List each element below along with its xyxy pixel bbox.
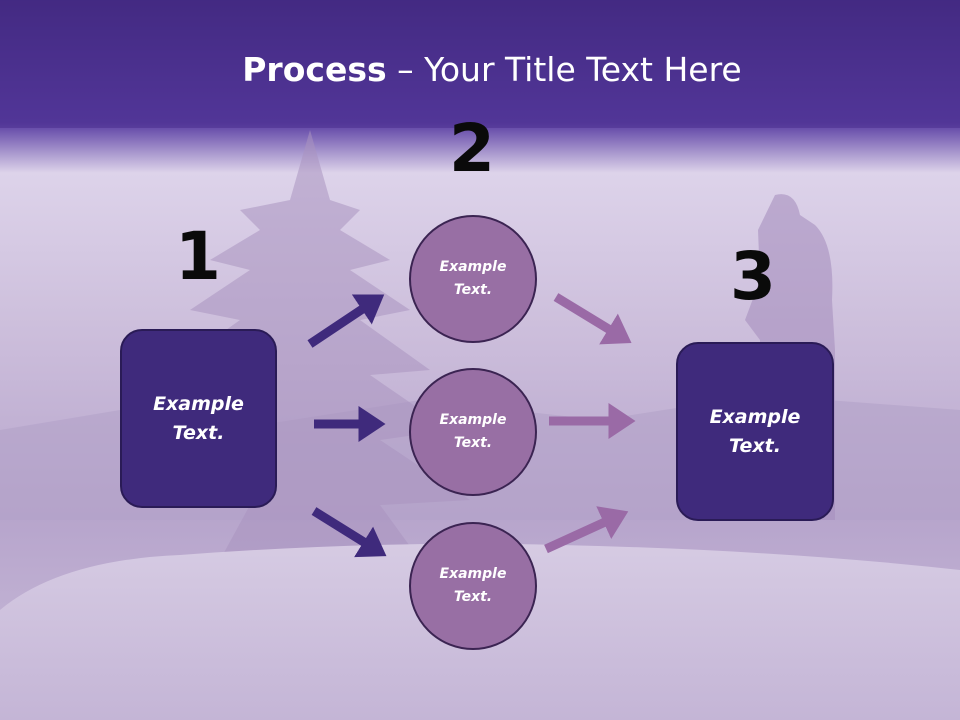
box-right-line2: Text.	[729, 434, 781, 457]
box-right-line1: Example	[709, 405, 801, 428]
step-number-3: 3	[730, 238, 776, 315]
circle-middle-line2: Text.	[453, 435, 493, 451]
arrow-left-to-bottom	[311, 507, 387, 558]
circle-top-line1: Example	[439, 259, 507, 275]
box-left-line2: Text.	[172, 421, 225, 444]
circle-middle-line1: Example	[439, 412, 507, 428]
circle-bottom-line2: Text.	[453, 589, 493, 605]
step-box-left: Example Text.	[120, 329, 277, 508]
process-circle-top: Example Text.	[409, 215, 537, 343]
step-number-2: 2	[449, 110, 495, 187]
arrow-bottom-to-right	[544, 506, 629, 554]
process-circle-bottom: Example Text.	[409, 522, 537, 650]
box-left-line1: Example	[153, 392, 244, 415]
title-bold: Process	[242, 50, 387, 89]
title-rest: – Your Title Text Here	[386, 50, 742, 89]
slide-title: Process – Your Title Text Here	[0, 50, 960, 89]
circle-top-line2: Text.	[453, 282, 493, 298]
circle-bottom-line1: Example	[439, 566, 507, 582]
step-number-1: 1	[175, 218, 221, 295]
arrow-left-to-top	[307, 294, 385, 348]
arrow-top-to-right	[553, 293, 632, 345]
step-box-right: Example Text.	[676, 342, 834, 521]
process-circle-middle: Example Text.	[409, 368, 537, 496]
